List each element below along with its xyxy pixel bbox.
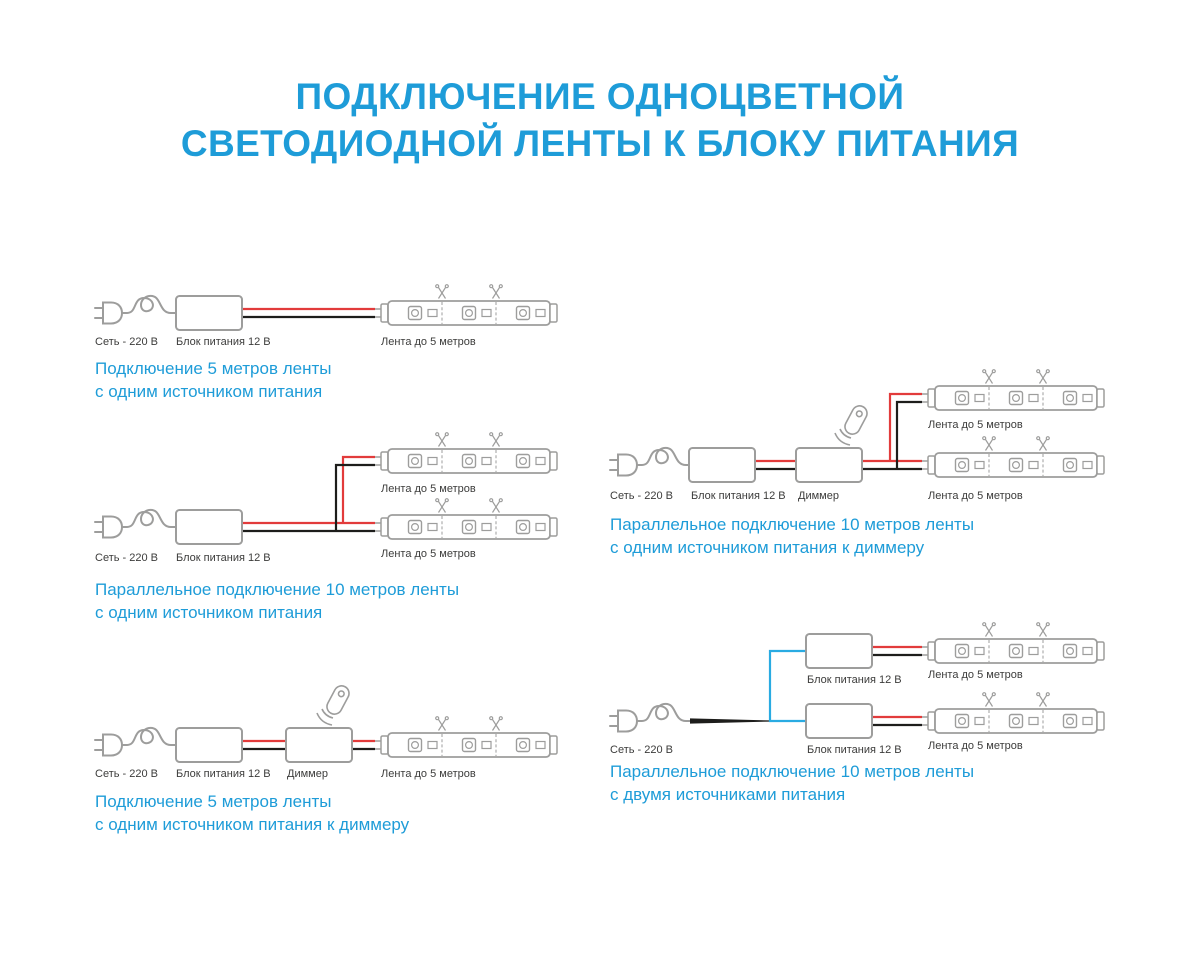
mains-voltage-label: Сеть - 220 В [95, 336, 158, 348]
caption-line-1: Параллельное подключение 10 метров ленты [95, 580, 460, 599]
diagram-5-caption: Параллельное подключение 10 метров ленты… [610, 760, 974, 806]
power-supply-label: Блок питания 12 В [176, 552, 271, 564]
caption-line-1: Параллельное подключение 10 метров ленты [610, 515, 975, 534]
diagram-5m-single-psu [94, 285, 557, 331]
dimmer-label: Диммер [798, 490, 839, 502]
power-supply-box [805, 703, 873, 739]
led-strip-label: Лента до 5 метров [381, 483, 476, 495]
wire-red [341, 455, 375, 523]
mains-voltage-label: Сеть - 220 В [610, 744, 673, 756]
diagram-3-caption: Подключение 5 метров ленты с одним источ… [95, 790, 409, 836]
power-supply-box [805, 633, 873, 669]
caption-line-1: Параллельное подключение 10 метров ленты [610, 762, 975, 781]
caption-line-2: с одним источником питания к диммеру [95, 815, 410, 834]
led-strip [374, 433, 557, 473]
diagram-2-caption: Параллельное подключение 10 метров ленты… [95, 578, 459, 624]
mains-plug-icon [94, 294, 176, 325]
power-supply-label: Блок питания 12 В [807, 674, 902, 686]
caption-line-1: Подключение 5 метров ленты [95, 359, 332, 378]
led-strip-label: Лента до 5 метров [381, 548, 476, 560]
mains-voltage-label: Сеть - 220 В [610, 490, 673, 502]
mains-plug-icon [609, 446, 691, 477]
led-strip-label: Лента до 5 метров [928, 740, 1023, 752]
led-strip [921, 623, 1104, 663]
led-strip-label: Лента до 5 метров [381, 336, 476, 348]
led-strip-label: Лента до 5 метров [928, 669, 1023, 681]
led-strip-label: Лента до 5 метров [928, 419, 1023, 431]
mains-plug-icon [94, 726, 176, 757]
caption-line-2: с одним источником питания [95, 603, 323, 622]
mains-plug-icon [94, 508, 176, 539]
caption-line-2: с одним источником питания к диммеру [610, 538, 925, 557]
remote-control-icon [316, 682, 353, 726]
power-supply-label: Блок питания 12 В [176, 768, 271, 780]
led-strip [374, 499, 557, 539]
wire-blue [768, 649, 805, 723]
led-strip [374, 285, 557, 325]
power-supply-box [175, 727, 243, 763]
diagram-10m-parallel-single-psu [94, 433, 557, 545]
power-supply-box [688, 447, 756, 483]
caption-line-2: с двумя источниками питания [610, 785, 846, 804]
diagram-1-caption: Подключение 5 метров ленты с одним источ… [95, 357, 332, 403]
led-strip-label: Лента до 5 метров [928, 490, 1023, 502]
dimmer-box [285, 727, 353, 763]
power-supply-box [175, 509, 243, 545]
page-title-line1: ПОДКЛЮЧЕНИЕ ОДНОЦВЕТНОЙ [295, 76, 905, 117]
power-supply-label: Блок питания 12 В [691, 490, 786, 502]
led-strip [921, 693, 1104, 733]
power-supply-label: Блок питания 12 В [176, 336, 271, 348]
led-strip [921, 370, 1104, 410]
wire-red [888, 392, 922, 461]
caption-line-1: Подключение 5 метров ленты [95, 792, 332, 811]
diagram-10m-parallel-psu-dimmer [609, 370, 1104, 483]
dimmer-label: Диммер [287, 768, 328, 780]
led-strip [374, 717, 557, 757]
caption-line-2: с одним источником питания [95, 382, 323, 401]
mains-voltage-label: Сеть - 220 В [95, 768, 158, 780]
diagram-4-caption: Параллельное подключение 10 метров ленты… [610, 513, 974, 559]
page-title-line2: СВЕТОДИОДНОЙ ЛЕНТЫ К БЛОКУ ПИТАНИЯ [180, 123, 1020, 164]
remote-control-icon [834, 402, 871, 446]
led-strip-label: Лента до 5 метров [381, 768, 476, 780]
mains-voltage-label: Сеть - 220 В [95, 552, 158, 564]
power-supply-box [175, 295, 243, 331]
power-supply-label: Блок питания 12 В [807, 744, 902, 756]
page-title: ПОДКЛЮЧЕНИЕ ОДНОЦВЕТНОЙ СВЕТОДИОДНОЙ ЛЕН… [0, 73, 1200, 167]
diagram-10m-parallel-two-psu [609, 623, 1104, 739]
wire-black [895, 400, 922, 469]
wire-black [334, 463, 375, 531]
mains-plug-icon [609, 702, 691, 733]
diagram-5m-psu-dimmer [94, 682, 557, 763]
dimmer-box [795, 447, 863, 483]
power-cord [690, 718, 770, 724]
led-strip [921, 437, 1104, 477]
